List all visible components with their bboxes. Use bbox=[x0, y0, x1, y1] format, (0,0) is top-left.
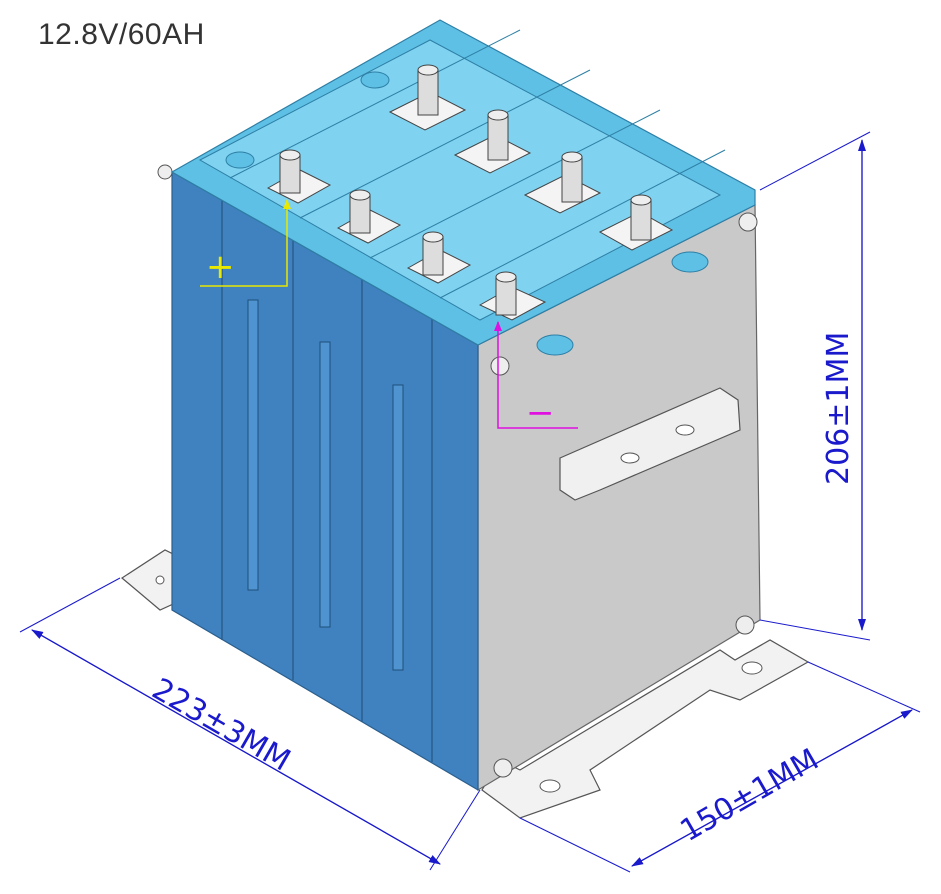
mounting-bracket-right bbox=[481, 639, 810, 819]
positive-terminal-marker: + bbox=[200, 199, 291, 287]
dimension-height: 206±1MM bbox=[759, 131, 871, 641]
terminal-posts bbox=[266, 64, 674, 321]
width-label: 150±1MM bbox=[675, 742, 825, 849]
height-label: 206±1MM bbox=[821, 332, 856, 485]
length-label: 223±3MM bbox=[146, 672, 296, 779]
negative-terminal-marker: − bbox=[494, 321, 578, 433]
cell-stack-front bbox=[157, 164, 479, 792]
positive-symbol: + bbox=[206, 247, 235, 287]
product-title: 12.8V/60AH bbox=[38, 18, 205, 51]
top-housing bbox=[170, 19, 756, 356]
negative-symbol: − bbox=[526, 393, 555, 433]
